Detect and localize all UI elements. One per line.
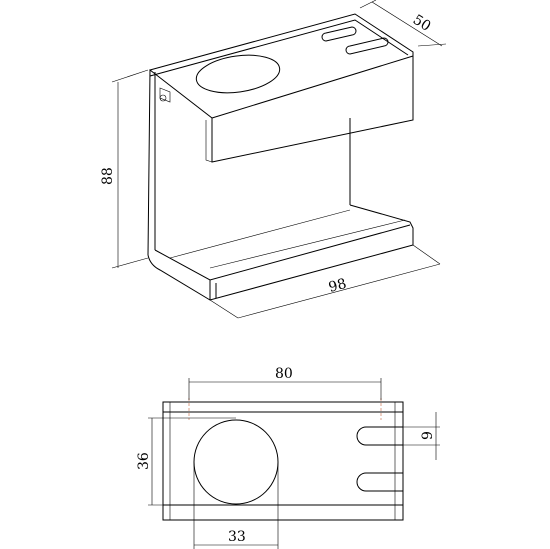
top-slot-1 <box>321 26 357 42</box>
top-slot-2 <box>345 37 389 55</box>
dim-width-label: 98 <box>327 276 348 296</box>
top-hole <box>195 54 281 94</box>
plate-outline <box>162 401 404 521</box>
bottom-tray <box>147 204 414 301</box>
dim-plate-depth-label: 36 <box>136 452 152 470</box>
top-plate <box>148 13 414 163</box>
plate-hole <box>193 419 279 505</box>
dim-hole-diameter-label: 33 <box>228 529 246 545</box>
isometric-view: 50 88 98 <box>100 0 447 319</box>
plate-slot-bottom <box>356 472 403 492</box>
back-plate <box>147 69 156 256</box>
dim-depth-label: 50 <box>410 12 434 35</box>
dim-hole-spacing-label: 80 <box>275 366 293 382</box>
top-view: 80 9 36 33 <box>136 366 440 549</box>
dim-slot-width-label: 9 <box>420 431 436 440</box>
plate-slot-top <box>356 426 403 446</box>
dim-height-label: 88 <box>100 167 116 185</box>
